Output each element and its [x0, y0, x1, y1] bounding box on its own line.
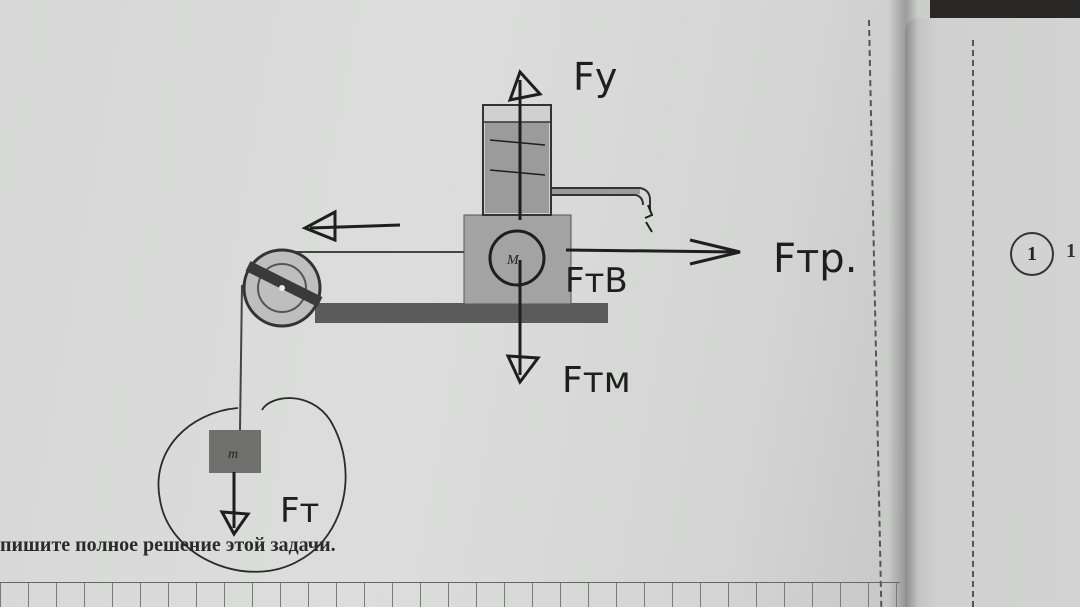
block-large-label: M	[506, 253, 520, 268]
task-number-badge: 1	[1010, 232, 1054, 276]
arrow-up	[507, 69, 543, 220]
arrow-right	[565, 238, 741, 266]
block-small	[209, 430, 261, 473]
notebook-spine-shadow	[888, 0, 918, 607]
task-number-tail: 1	[1066, 240, 1076, 262]
water-drops	[644, 204, 654, 233]
string-vertical	[239, 284, 243, 431]
label-force-right: Fтр.	[773, 236, 857, 282]
cut-line-right	[972, 40, 974, 607]
label-force-up: Fу	[573, 55, 617, 99]
label-force-large-block: Fтм	[562, 360, 631, 401]
hand-drawn-loop	[157, 397, 347, 573]
block-small-label: m	[228, 447, 238, 462]
water-vessel	[482, 104, 651, 216]
pulley	[242, 248, 323, 328]
label-force-small-block: Fт	[280, 491, 319, 531]
label-force-water: FтВ	[565, 261, 628, 301]
task-instruction-caption: пишите полное решение этой задачи.	[0, 534, 336, 556]
table-surface	[315, 303, 608, 323]
arrow-down-small	[219, 472, 251, 537]
arrow-down-large	[505, 260, 541, 385]
block-large-circle	[488, 229, 546, 287]
answer-grid	[0, 582, 900, 607]
arrow-left	[301, 209, 401, 243]
notebook-right-page	[905, 18, 1080, 607]
